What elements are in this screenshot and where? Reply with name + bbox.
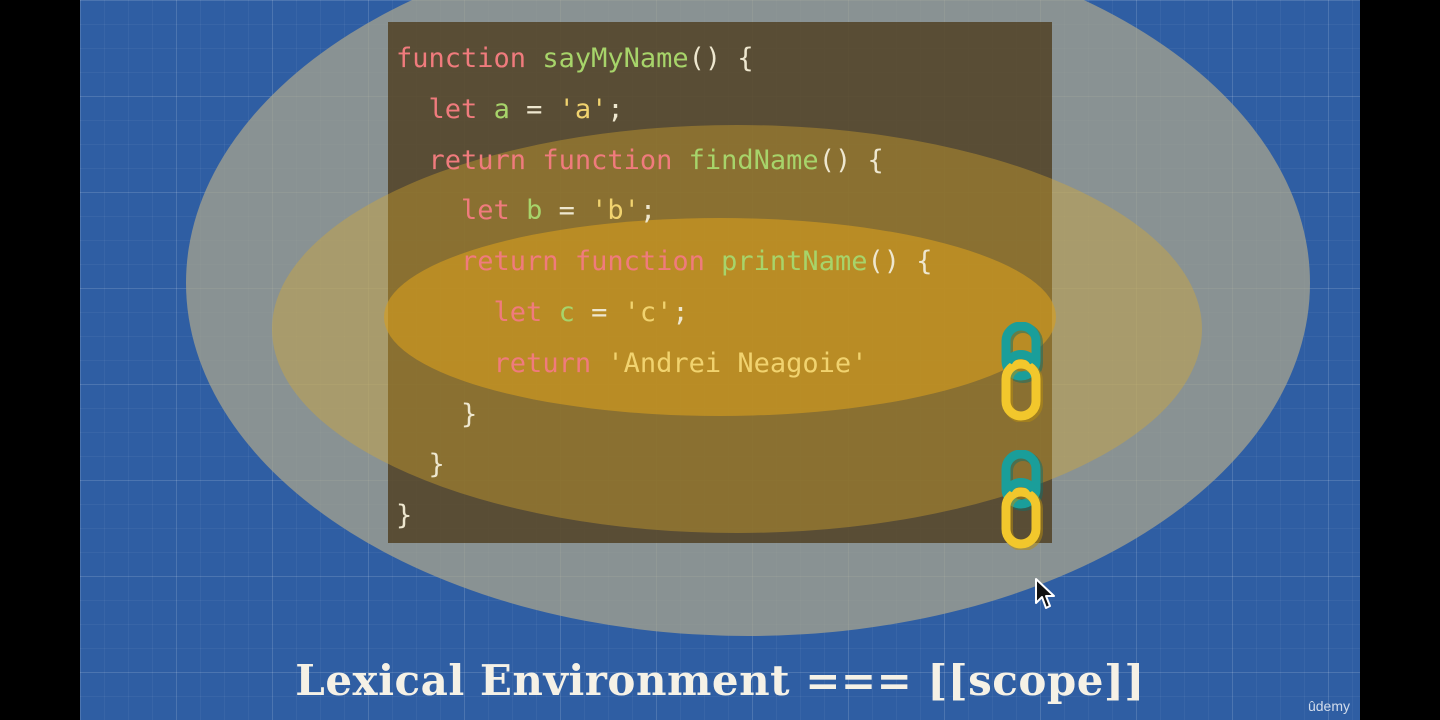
code-token: ;	[607, 93, 624, 125]
code-token: () {	[818, 144, 884, 176]
code-block: function sayMyName() { let a = 'a'; retu…	[396, 34, 1046, 542]
code-token: sayMyName	[542, 43, 689, 74]
code-token	[526, 145, 542, 176]
code-token: printName	[721, 246, 868, 278]
udemy-watermark: ûdemy	[1307, 698, 1350, 714]
code-token: let	[493, 296, 543, 328]
code-token: }	[396, 500, 413, 532]
code-token	[672, 145, 688, 176]
code-token	[705, 246, 721, 277]
code-token: return	[461, 246, 559, 278]
slide-caption: Lexical Environment === [[scope]]	[295, 656, 1145, 705]
code-token: () {	[867, 246, 933, 278]
code-token	[477, 94, 493, 125]
code-token: 'Andrei Neagoie'	[607, 347, 868, 379]
code-token: 'b'	[591, 195, 640, 227]
code-token: =	[574, 296, 624, 328]
code-token	[396, 348, 494, 379]
code-token: b	[526, 195, 543, 227]
code-token	[396, 297, 494, 328]
code-token: function	[396, 43, 527, 74]
code-token: () {	[688, 43, 754, 74]
code-token	[396, 246, 461, 277]
code-token: 'a'	[558, 93, 608, 125]
code-line: }	[396, 491, 1046, 542]
code-line: }	[396, 390, 1046, 441]
code-token	[396, 94, 429, 125]
mouse-pointer-icon	[1034, 577, 1058, 615]
code-token: return	[493, 347, 592, 379]
code-line: let b = 'b';	[396, 186, 1046, 237]
code-token	[396, 145, 429, 176]
code-line: return 'Andrei Neagoie'	[396, 339, 1046, 390]
code-token	[559, 246, 575, 277]
code-token: ;	[672, 296, 689, 328]
code-line: let a = 'a';	[396, 85, 1046, 136]
code-token	[510, 195, 526, 226]
code-line: let c = 'c';	[396, 288, 1046, 339]
code-token: 'c'	[623, 296, 673, 328]
code-token	[396, 195, 461, 226]
code-token: }	[396, 398, 478, 430]
chain-link-icon	[996, 322, 1048, 422]
code-token	[542, 297, 558, 328]
code-token	[591, 348, 607, 379]
code-token: function	[574, 246, 705, 278]
code-token: ;	[639, 195, 657, 227]
code-token: let	[461, 195, 510, 227]
code-line: return function findName() {	[396, 136, 1046, 187]
code-token: c	[558, 296, 575, 328]
chain-link-icon	[996, 450, 1048, 550]
slide-canvas: function sayMyName() { let a = 'a'; retu…	[80, 0, 1360, 720]
code-token: let	[428, 93, 478, 125]
inner-scope-ellipse	[384, 218, 1056, 416]
code-line: return function printName() {	[396, 237, 1046, 288]
code-token: =	[509, 93, 559, 125]
code-token: return	[428, 144, 527, 176]
code-token: =	[542, 195, 592, 227]
code-line: function sayMyName() {	[396, 34, 1046, 85]
code-token: a	[493, 93, 510, 125]
code-token	[526, 43, 542, 74]
code-token: }	[396, 449, 445, 481]
code-line: }	[396, 440, 1046, 491]
code-token: findName	[688, 144, 819, 176]
code-token: function	[542, 144, 673, 176]
